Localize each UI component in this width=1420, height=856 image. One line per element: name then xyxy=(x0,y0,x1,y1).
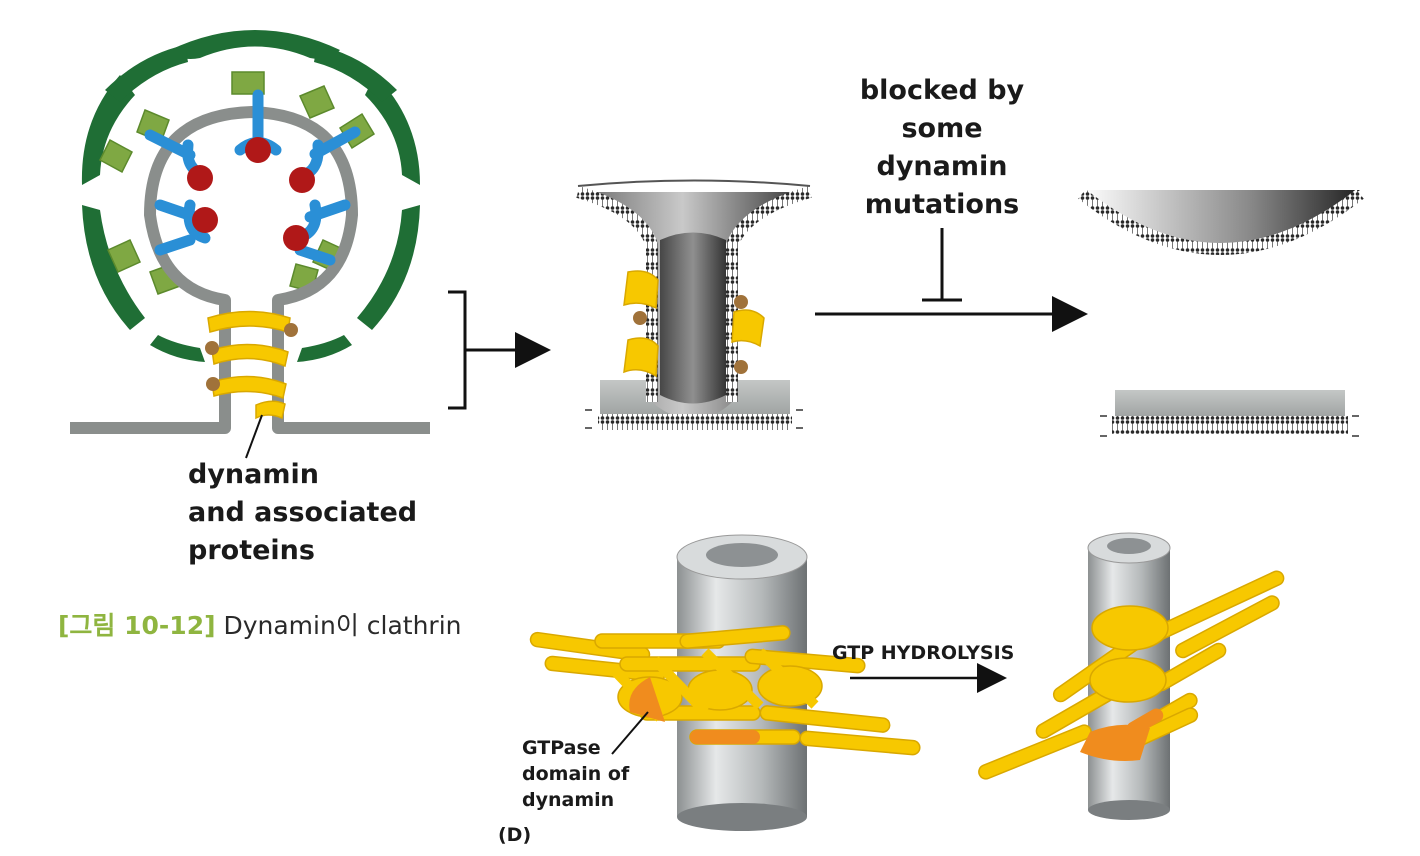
dynamin-label-line2: and associated xyxy=(188,497,418,528)
sealed-membrane-plate xyxy=(1115,390,1345,418)
pit-membrane xyxy=(70,106,430,434)
gtpase-label-line2: domain of xyxy=(522,763,630,785)
dynamin-lattice-constricted xyxy=(978,570,1285,780)
dynamin-label-line3: proteins xyxy=(188,535,315,566)
cargo-molecules xyxy=(187,137,315,251)
gtpase-domain-constricted xyxy=(1080,708,1164,761)
figure-reference: [그림 10-12] xyxy=(58,611,216,640)
constricted-neck-diagram xyxy=(576,179,812,430)
dynamin-label-line1: dynamin xyxy=(188,459,319,490)
dynamin-ring-neck xyxy=(207,310,291,420)
dynamin-pointer-line xyxy=(245,414,263,459)
neck-associated-proteins xyxy=(633,295,748,374)
released-vesicle-diagram xyxy=(1078,189,1364,437)
transition-arrow-2 xyxy=(815,228,1088,332)
cargo-receptors xyxy=(144,89,361,266)
gtpase-label-line3: dynamin xyxy=(522,789,615,811)
gtpase-domain-highlight xyxy=(629,677,760,744)
clathrin-coat xyxy=(81,30,420,362)
blocked-label-line2: some xyxy=(901,113,983,144)
blocked-label-line1: blocked by xyxy=(859,75,1025,106)
funnel-neck-shade xyxy=(660,232,726,404)
blocked-label-line4: mutations xyxy=(864,189,1020,220)
blocked-label-line3: dynamin xyxy=(876,151,1008,182)
transition-arrow-1 xyxy=(448,290,551,410)
panel-letter-d: (D) xyxy=(498,824,532,846)
gtpase-domain-label: GTPase domain of dynamin xyxy=(522,735,629,813)
figure-caption: [그림 10-12] Dynamin이 clathrin xyxy=(58,606,462,642)
gtpase-label-line1: GTPase xyxy=(522,737,601,759)
associated-proteins xyxy=(205,323,298,391)
dynamin-collars xyxy=(623,270,765,378)
blocked-mutations-label: blocked by some dynamin mutations xyxy=(842,72,1042,224)
caption-text: Dynamin이 clathrin xyxy=(223,611,462,640)
gtpase-pointer-line xyxy=(611,711,649,755)
dynamin-label: dynamin and associated proteins xyxy=(188,456,417,570)
gtp-hydrolysis-label: GTP HYDROLYSIS xyxy=(832,642,1015,664)
clathrin-coated-pit xyxy=(70,30,430,459)
